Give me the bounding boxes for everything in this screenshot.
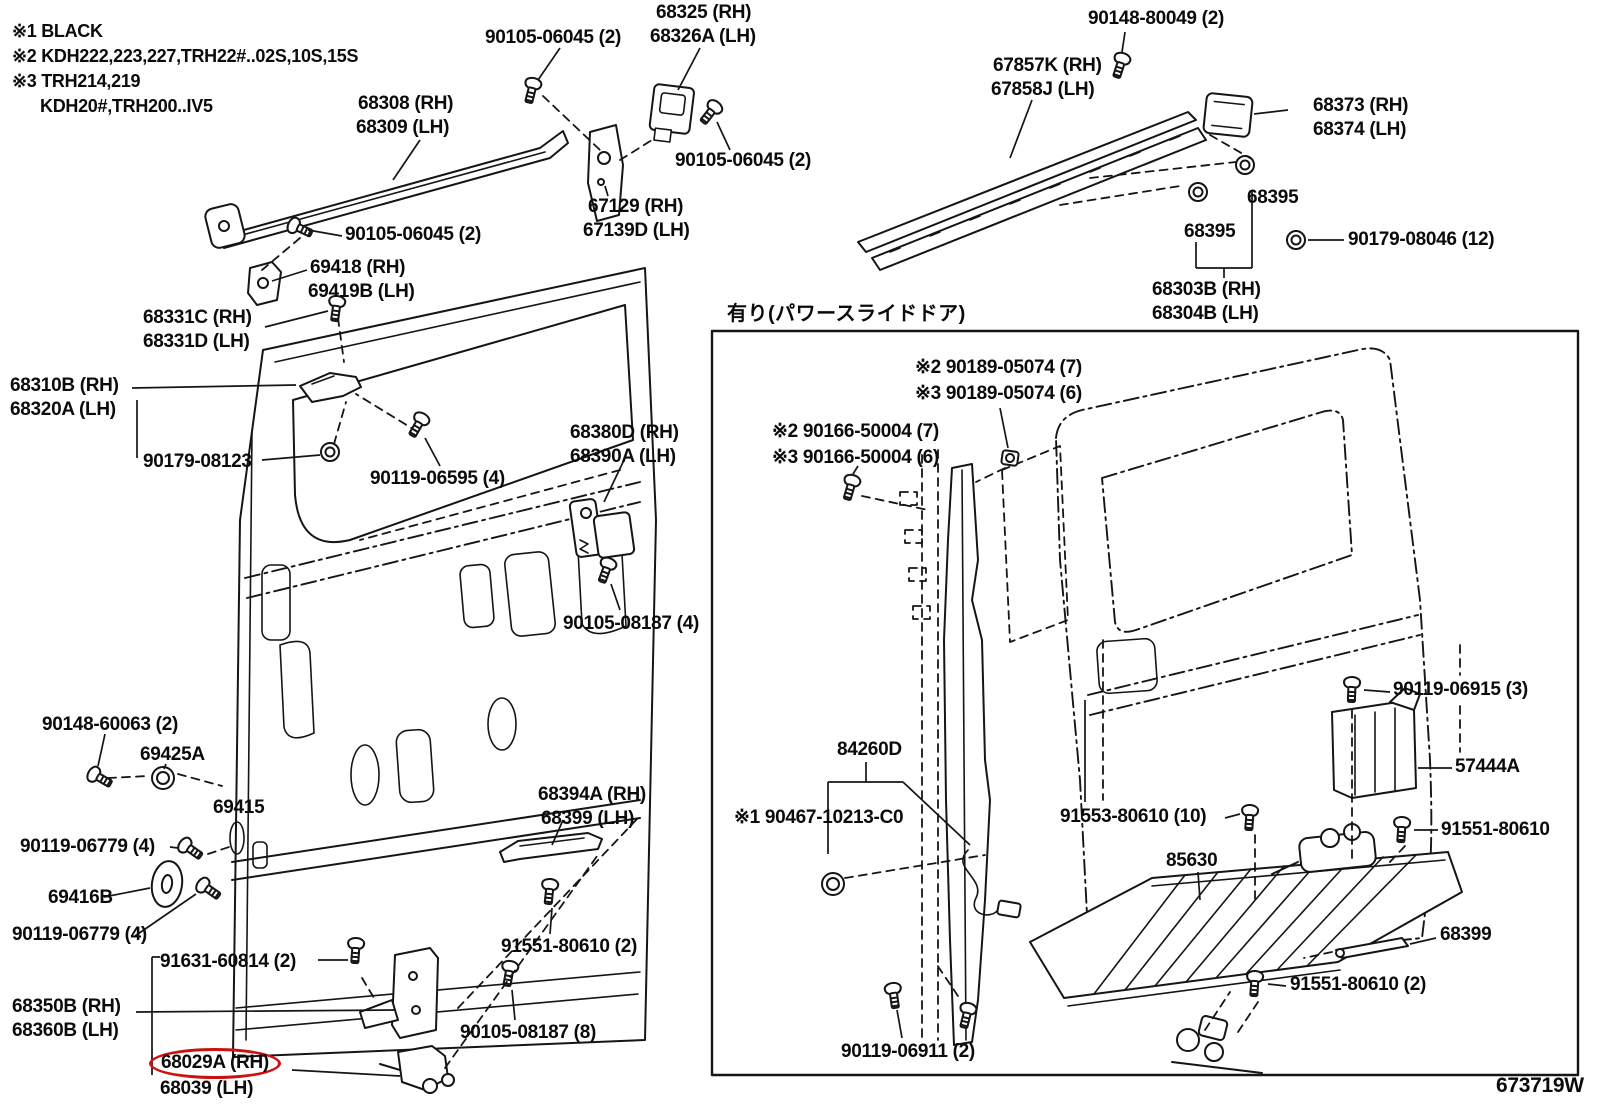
part-label-67139D: 67139D (LH) bbox=[583, 220, 690, 241]
part-label-69418: 69418 (RH) bbox=[310, 257, 406, 278]
part-label-90105-06045-a: 90105-06045 (2) bbox=[485, 27, 621, 48]
part-label-68310B: 68310B (RH) bbox=[10, 375, 119, 396]
part-label-90105-06045-b: 90105-06045 (2) bbox=[675, 150, 811, 171]
part-label-68303B: 68303B (RH) bbox=[1152, 279, 1261, 300]
part-label-90105-06045-c: 90105-06045 (2) bbox=[345, 224, 481, 245]
part-label-91551-80610-R: 91551-80610 bbox=[1441, 819, 1550, 840]
part-label-68374: 68374 (LH) bbox=[1313, 119, 1407, 140]
part-label-69415: 69415 bbox=[213, 797, 265, 818]
part-label-68325: 68325 (RH) bbox=[656, 2, 752, 23]
part-label-68373: 68373 (RH) bbox=[1313, 95, 1409, 116]
part-label-68326A: 68326A (LH) bbox=[650, 26, 756, 47]
part-label-68308: 68308 (RH) bbox=[358, 93, 454, 114]
striker-68325 bbox=[648, 83, 695, 143]
part-label-90189-05074-3: ※3 90189-05074 (6) bbox=[915, 383, 1082, 404]
part-label-68309: 68309 (LH) bbox=[356, 117, 450, 138]
part-label-57444A: 57444A bbox=[1455, 756, 1520, 777]
bracket-67129 bbox=[587, 124, 624, 222]
part-label-68320A: 68320A (LH) bbox=[10, 399, 116, 420]
leader-lines-top-right bbox=[1009, 31, 1344, 278]
part-label-90105-08187-4: 90105-08187 (4) bbox=[563, 613, 699, 634]
part-label-90105-08187-8: 90105-08187 (8) bbox=[460, 1022, 596, 1043]
part-label-85630: 85630 bbox=[1166, 850, 1218, 871]
step-plate-85630 bbox=[1029, 851, 1463, 1007]
part-label-68350B: 68350B (RH) bbox=[12, 996, 121, 1017]
power-door-section-caption: 有り(パワースライドドア) bbox=[727, 303, 966, 325]
part-label-90166-50004-3: ※3 90166-50004 (6) bbox=[772, 447, 939, 468]
dashed-lines-right bbox=[844, 467, 1461, 1033]
part-label-68394A: 68394A (RH) bbox=[538, 784, 646, 805]
note-3: ※3 TRH214,219 bbox=[12, 71, 141, 91]
roller-hinge-68029A bbox=[379, 1045, 455, 1094]
part-label-90189-05074-2: ※2 90189-05074 (7) bbox=[915, 357, 1082, 378]
note-2: ※2 KDH222,223,227,TRH22#..02S,10S,15S bbox=[12, 46, 359, 66]
rod-68399 bbox=[1335, 937, 1409, 959]
belt-molding-67857K bbox=[857, 111, 1207, 271]
part-label-90179-08046: 90179-08046 (12) bbox=[1348, 229, 1495, 250]
part-label-90148-60063: 90148-60063 (2) bbox=[42, 714, 178, 735]
part-label-91551-80610-2R: 91551-80610 (2) bbox=[1290, 974, 1426, 995]
part-label-84260D: 84260D bbox=[837, 739, 902, 760]
dashed-lines-top-right bbox=[1059, 134, 1251, 206]
motor-assembly bbox=[1271, 823, 1377, 875]
leader-lines-right bbox=[827, 407, 1452, 1039]
power-door-small-window bbox=[1096, 637, 1158, 695]
part-label-91631-60814: 91631-60814 (2) bbox=[160, 951, 296, 972]
part-label-68395-a: 68395 bbox=[1247, 187, 1299, 208]
part-label-91553-80610: 91553-80610 (10) bbox=[1060, 806, 1207, 827]
part-label-69416B: 69416B bbox=[48, 887, 113, 908]
part-label-69419B: 69419B (LH) bbox=[308, 281, 415, 302]
upper-rail-68308 bbox=[204, 130, 569, 249]
part-label-67857K: 67857K (RH) bbox=[993, 55, 1102, 76]
hinge-68350B bbox=[359, 947, 439, 1039]
part-label-68399-R: 68399 bbox=[1440, 924, 1492, 945]
leader-lines-left bbox=[97, 47, 731, 1077]
note-4: KDH20#,TRH200..IV5 bbox=[40, 96, 213, 116]
diagram-code: 673719W bbox=[1496, 1074, 1584, 1097]
part-label-68304B: 68304B (LH) bbox=[1152, 303, 1259, 324]
part-label-68039: 68039 (LH) bbox=[160, 1078, 254, 1099]
part-label-90467-10213-C0: ※1 90467-10213-C0 bbox=[734, 807, 904, 828]
part-label-90119-06915: 90119-06915 (3) bbox=[1393, 679, 1528, 700]
part-label-90179-08123: 90179-08123 bbox=[143, 451, 252, 472]
part-label-67129: 67129 (RH) bbox=[588, 196, 684, 217]
part-label-91551-80610-2L: 91551-80610 (2) bbox=[501, 936, 637, 957]
hinge-68380D bbox=[568, 498, 636, 559]
bracket-68394A bbox=[499, 832, 603, 863]
note-1: ※1 BLACK bbox=[12, 21, 103, 41]
part-label-90119-06779-b: 90119-06779 (4) bbox=[12, 924, 147, 945]
clip-68373 bbox=[1202, 92, 1254, 138]
part-label-90119-06595: 90119-06595 (4) bbox=[370, 468, 505, 489]
part-label-68395-b: 68395 bbox=[1184, 221, 1236, 242]
latch-assembly bbox=[1171, 1015, 1263, 1074]
part-label-68331D: 68331D (LH) bbox=[143, 331, 250, 352]
power-door-section-box bbox=[710, 329, 1580, 1077]
part-label-68360B: 68360B (LH) bbox=[12, 1020, 119, 1041]
part-label-68331C: 68331C (RH) bbox=[143, 307, 252, 328]
plate-69416B bbox=[150, 860, 184, 908]
part-label-68399-LH: 68399 (LH) bbox=[541, 808, 635, 829]
part-label-68380D: 68380D (RH) bbox=[570, 422, 679, 443]
bracket-57444A bbox=[1331, 687, 1421, 799]
part-label-67858J: 67858J (LH) bbox=[991, 79, 1095, 100]
part-label-68029A-highlighted: 68029A (RH) bbox=[149, 1048, 281, 1080]
center-rail-84260D bbox=[899, 445, 1069, 1046]
part-label-68390A: 68390A (LH) bbox=[570, 446, 676, 467]
part-label-69425A: 69425A bbox=[140, 744, 205, 765]
part-label-90166-50004-2: ※2 90166-50004 (7) bbox=[772, 421, 939, 442]
part-label-90148-80049: 90148-80049 (2) bbox=[1088, 8, 1224, 29]
bracket-68310B bbox=[299, 372, 362, 403]
dashed-lines-left bbox=[107, 95, 653, 1069]
part-label-90119-06779-a: 90119-06779 (4) bbox=[20, 836, 155, 857]
part-label-90119-06911: 90119-06911 (2) bbox=[841, 1041, 975, 1062]
